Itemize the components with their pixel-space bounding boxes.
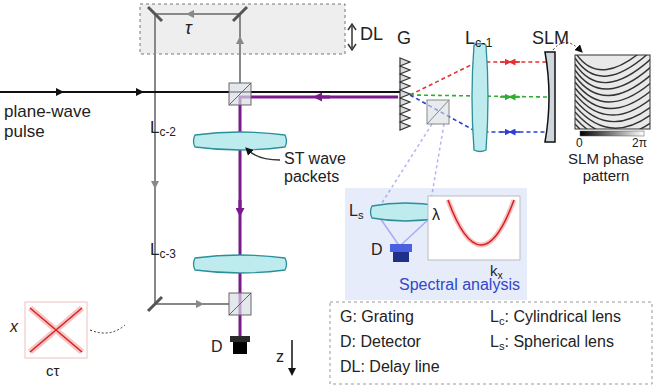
part-name: Ls	[349, 202, 364, 220]
key-entry: G: Grating	[340, 308, 414, 326]
translation-arrow	[348, 24, 356, 50]
spectral-region	[345, 188, 527, 300]
scale-label: 0	[576, 137, 583, 151]
part-name: D	[211, 338, 223, 356]
part-name: Lc-1	[465, 28, 493, 49]
pickoff	[380, 100, 449, 244]
part-name: SLM	[532, 28, 569, 49]
output-inset	[25, 302, 125, 358]
grating	[400, 58, 410, 130]
scale-label: 2π	[632, 137, 647, 151]
delay-line-box	[140, 4, 345, 54]
pointer-arrow	[248, 150, 280, 160]
axis-label: kx	[490, 262, 503, 279]
axis-label: cτ	[46, 362, 59, 379]
axis-label: x	[10, 318, 18, 336]
legend-box: G: Grating Lc: Cylindrical lens D: Detecto…	[330, 302, 652, 384]
axis-label: λ	[432, 206, 440, 224]
part-name: Lc-2	[150, 118, 176, 138]
key-entry: D: Detector	[340, 333, 421, 351]
key-entry: DL: Delay line	[340, 358, 440, 376]
delay-symbol: τ	[185, 18, 192, 39]
part-name: D	[371, 241, 383, 259]
part-name: DL	[360, 24, 383, 45]
slm	[545, 52, 555, 142]
beam-label: plane-wave pulse	[4, 102, 99, 141]
spectrum-plot	[428, 196, 520, 260]
beam-splitter	[229, 83, 251, 315]
axis-label: z	[276, 348, 284, 366]
key-entry: Lc: Cylindrical lens	[490, 308, 621, 326]
legend-box	[330, 302, 652, 384]
inset-title: SLM phase pattern	[560, 150, 652, 185]
part-name: G	[397, 28, 411, 49]
key-entry: Ls: Spherical lens	[490, 333, 614, 351]
part-name: Lc-3	[150, 240, 176, 260]
input-beam	[0, 92, 400, 93]
beam-label: ST wave packets	[284, 150, 354, 187]
phase-fringes	[575, 55, 650, 129]
axis-arrow	[291, 340, 293, 372]
colorbar	[580, 131, 644, 136]
delay-line: τDL	[140, 4, 345, 54]
